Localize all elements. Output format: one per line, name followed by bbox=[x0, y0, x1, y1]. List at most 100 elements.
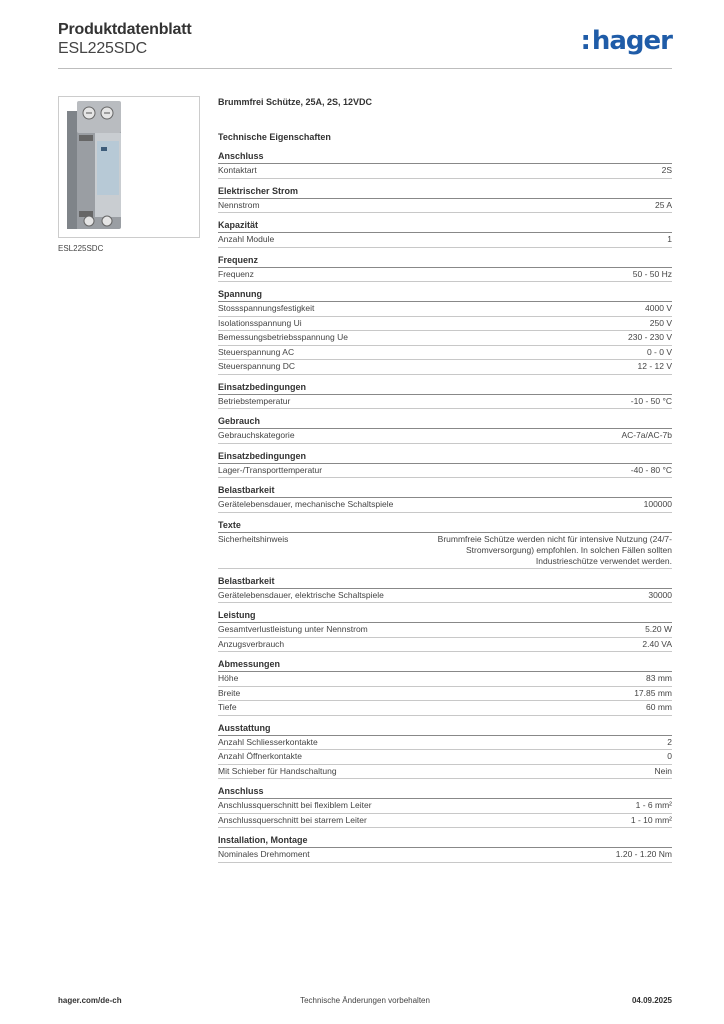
spec-row: Steuerspannung DC 12 - 12 V bbox=[218, 360, 672, 375]
spec-value: 17.85 mm bbox=[634, 687, 672, 698]
spec-value: 1 bbox=[667, 234, 672, 244]
spec-value: Brummfreie Schütze werden nicht für inte… bbox=[437, 533, 672, 566]
spec-label: Stossspannungsfestigkeit bbox=[218, 303, 315, 313]
spec-value: 2 bbox=[667, 736, 672, 747]
spec-label: Gebrauchskategorie bbox=[218, 430, 295, 440]
spec-value: 50 - 50 Hz bbox=[632, 268, 672, 279]
spec-row: Sicherheitshinweis Brummfreie Schütze wer… bbox=[218, 533, 672, 569]
spec-value: 100000 bbox=[643, 499, 672, 509]
logo-dots-icon: : bbox=[580, 26, 590, 56]
spec-value: 250 V bbox=[649, 317, 672, 328]
spec-value: 12 - 12 V bbox=[637, 361, 673, 371]
spec-group-title: Elektrischer Strom bbox=[218, 185, 672, 199]
spec-label: Sicherheitshinweis bbox=[218, 533, 289, 544]
spec-row: Bemessungsbetriebsspannung Ue 230 - 230 V bbox=[218, 331, 672, 346]
spec-label: Anschlussquerschnitt bei starrem Leiter bbox=[218, 814, 367, 825]
logo-text: hager bbox=[591, 26, 673, 56]
spec-row: Anschlussquerschnitt bei starrem Leiter 1… bbox=[218, 814, 672, 828]
spec-group-title: Texte bbox=[218, 519, 672, 533]
footer-note: Technische Änderungen vorbehalten bbox=[300, 996, 430, 1005]
product-image-caption: ESL225SDC bbox=[58, 244, 104, 253]
product-name: Brummfrei Schütze, 25A, 2S, 12VDC bbox=[218, 97, 373, 107]
spec-row: Nominales Drehmoment 1.20 - 1.20 Nm bbox=[218, 848, 672, 863]
spec-group-title: Gebrauch bbox=[218, 415, 672, 429]
spec-label: Frequenz bbox=[218, 268, 254, 279]
spec-row: Breite 17.85 mm bbox=[218, 687, 672, 701]
spec-group-title: Abmessungen bbox=[218, 658, 672, 672]
spec-value: 2S bbox=[661, 165, 672, 175]
spec-label: Betriebstemperatur bbox=[218, 395, 291, 406]
spec-label: Tiefe bbox=[218, 702, 237, 712]
product-image bbox=[58, 96, 200, 238]
spec-label: Anzahl Öffnerkontakte bbox=[218, 751, 302, 761]
spec-label: Breite bbox=[218, 687, 241, 698]
spec-group-title: Einsatzbedingungen bbox=[218, 450, 672, 464]
spec-value: 1 - 10 mm² bbox=[630, 814, 672, 825]
spec-row: Anzugsverbrauch 2.40 VA bbox=[218, 638, 672, 652]
spec-value: 2.40 VA bbox=[642, 638, 672, 649]
spec-group-title: Frequenz bbox=[218, 254, 672, 268]
spec-label: Anschlussquerschnitt bei flexiblem Leite… bbox=[218, 800, 372, 810]
spec-label: Höhe bbox=[218, 673, 239, 683]
spec-label: Mit Schieber für Handschaltung bbox=[218, 765, 337, 776]
spec-row: Kontaktart 2S bbox=[218, 164, 672, 179]
spec-label: Steuerspannung DC bbox=[218, 361, 296, 371]
specifications: Brummfrei Schütze, 25A, 2S, 12VDC Techni… bbox=[218, 96, 672, 863]
spec-group-title: Einsatzbedingungen bbox=[218, 381, 672, 395]
footer-date: 04.09.2025 bbox=[631, 996, 672, 1005]
spec-value: Nein bbox=[654, 765, 672, 776]
spec-label: Kontaktart bbox=[218, 165, 257, 175]
spec-row: Tiefe 60 mm bbox=[218, 701, 672, 716]
spec-label: Bemessungsbetriebsspannung Ue bbox=[218, 332, 348, 342]
spec-value: 5.20 W bbox=[645, 624, 672, 634]
spec-label: Isolationsspannung Ui bbox=[218, 317, 302, 328]
spec-group-title: Spannung bbox=[218, 288, 672, 302]
spec-label: Nominales Drehmoment bbox=[218, 849, 310, 859]
spec-value: 1.20 - 1.20 Nm bbox=[615, 849, 672, 859]
spec-row: Mit Schieber für Handschaltung Nein bbox=[218, 765, 672, 779]
document-title: Produktdatenblatt bbox=[58, 21, 192, 38]
spec-value: 0 - 0 V bbox=[646, 346, 672, 357]
spec-row: Isolationsspannung Ui 250 V bbox=[218, 317, 672, 331]
spec-row: Gesamtverlustleistung unter Nennstrom 5.2… bbox=[218, 623, 672, 638]
spec-group-title: Kapazität bbox=[218, 219, 672, 233]
spec-value: 83 mm bbox=[646, 673, 672, 683]
spec-value: 230 - 230 V bbox=[628, 332, 672, 342]
spec-label: Anzahl Module bbox=[218, 234, 275, 244]
spec-row: Gerätelebensdauer, mechanische Schaltspi… bbox=[218, 498, 672, 513]
spec-row: Betriebstemperatur -10 - 50 °C bbox=[218, 395, 672, 409]
spec-value: 1 - 6 mm² bbox=[635, 800, 672, 810]
spec-value: 25 A bbox=[654, 199, 672, 210]
spec-row: Höhe 83 mm bbox=[218, 672, 672, 687]
spec-group-title: Belastbarkeit bbox=[218, 575, 672, 589]
section-heading: Technische Eigenschaften bbox=[218, 132, 331, 142]
spec-group-title: Anschluss bbox=[218, 785, 672, 799]
spec-value: -10 - 50 °C bbox=[630, 395, 672, 406]
spec-group-title: Installation, Montage bbox=[218, 834, 672, 848]
spec-row: Anschlussquerschnitt bei flexiblem Leite… bbox=[218, 799, 672, 814]
contactor-device-icon bbox=[67, 101, 121, 229]
spec-value: 60 mm bbox=[646, 702, 672, 712]
spec-value: -40 - 80 °C bbox=[630, 464, 672, 475]
spec-label: Anzugsverbrauch bbox=[218, 638, 285, 649]
spec-value: 30000 bbox=[648, 589, 672, 600]
spec-value: 4000 V bbox=[645, 303, 672, 313]
spec-label: Gesamtverlustleistung unter Nennstrom bbox=[218, 624, 368, 634]
spec-row: Anzahl Module 1 bbox=[218, 233, 672, 248]
